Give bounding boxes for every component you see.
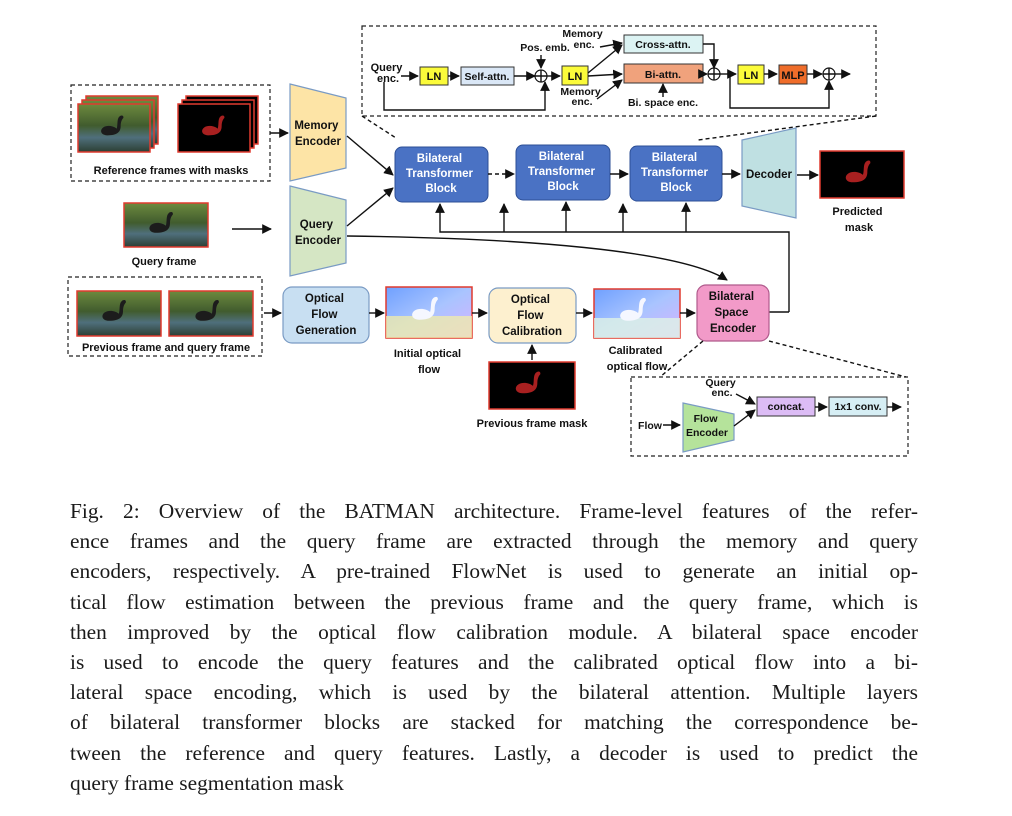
svg-text:Flow Encoder: Flow Encoder — [686, 413, 728, 439]
mlp-label: MLP — [781, 70, 804, 82]
caption-line: query frame segmentation mask — [70, 770, 344, 795]
reference-frames-group: Reference frames with masks — [70, 84, 271, 182]
caption-line: encoders, respectively. A pre-trained Fl… — [70, 559, 918, 584]
query-encoder: Query Encoder — [289, 185, 347, 277]
ln-label-2: LN — [568, 71, 583, 83]
svg-text:Bilateral Space En: Bilateral Space Encoder — [709, 291, 758, 335]
self-attn-label: Self-attn. — [465, 71, 510, 83]
query-frame-caption: Query frame — [132, 256, 197, 268]
caption-line: tical flow estimation between the previo… — [70, 589, 918, 614]
bilateral-space-encoder-detail: Query enc. Flow Flow Encoder concat. 1x1… — [630, 340, 909, 457]
svg-text:Bilateral Transformer: Bilateral Transformer Block — [641, 152, 711, 194]
previous-query-frames-group: Previous frame and query frame — [67, 276, 263, 357]
flow-label: Flow — [638, 420, 663, 432]
initial-optical-flow-group: Initial optical flow — [385, 286, 473, 376]
caption-line: lateral space encoding, which is used by… — [70, 680, 918, 705]
pos-emb-label: Pos. emb. — [520, 42, 570, 54]
svg-text:concat.: concat. — [768, 401, 805, 413]
optical-flow-calibration: Optical Flow Calibration — [488, 287, 577, 344]
caption-line: ence frames and the query frame are extr… — [70, 529, 918, 554]
svg-text:Bilateral Transformer: Bilateral Transformer Block — [406, 153, 476, 195]
query-frame-group: Query frame — [123, 202, 209, 268]
caption-line: is used to encode the query features and… — [70, 650, 918, 675]
svg-text:Query Encoder: Query Encoder — [295, 219, 342, 247]
cross-attn-label: Cross-attn. — [635, 39, 691, 51]
svg-text:Decoder: Decoder — [746, 169, 793, 181]
bilateral-space-encoder: Bilateral Space Encoder — [696, 284, 770, 342]
caption-line: tween the reference and query features. … — [70, 740, 918, 765]
bilateral-transformer-detail: Query enc. LN Self-attn. Pos. emb. LN Me… — [361, 25, 877, 141]
bilateral-transformer-block-2: Bilateral Transformer Block — [515, 144, 611, 201]
ln-label-3: LN — [744, 70, 759, 82]
bi-space-enc-label: Bi. space enc. — [628, 97, 698, 109]
memory-enc-bottom-label: Memory enc. — [560, 86, 603, 108]
svg-text:1x1 conv.: 1x1 conv. — [834, 401, 881, 413]
ln-label-1: LN — [427, 71, 442, 83]
memory-enc-top-label: Memory enc. — [562, 28, 605, 51]
svg-text:Calibrated optical flow: Calibrated optical flow — [607, 345, 668, 373]
figure-caption: Fig. 2: Overview of the BATMAN architect… — [70, 496, 918, 798]
decoder: Decoder — [741, 127, 797, 219]
previous-frame-mask-group: Previous frame mask — [477, 361, 589, 430]
bi-attn-label: Bi-attn. — [645, 69, 681, 81]
caption-line: of bilateral transformer blocks are stac… — [70, 710, 918, 735]
architecture-diagram: Query enc. LN Self-attn. Pos. emb. LN Me… — [67, 25, 909, 457]
svg-text:Optical Flow Gener: Optical Flow Generation — [296, 293, 357, 337]
svg-text:Initial optical flow: Initial optical flow — [394, 348, 464, 376]
svg-text:Query enc.: Query enc. — [705, 377, 738, 399]
svg-text:Bilateral Transformer: Bilateral Transformer Block — [528, 151, 598, 193]
bilateral-transformer-block-3: Bilateral Transformer Block — [629, 145, 723, 202]
query-enc-label: Query enc. — [371, 62, 406, 85]
query-frame-image — [123, 202, 209, 248]
caption-line: Fig. 2: Overview of the BATMAN architect… — [70, 499, 918, 523]
reference-frames-caption: Reference frames with masks — [94, 165, 249, 177]
svg-text:Previous frame mask: Previous frame mask — [477, 418, 589, 430]
svg-text:Memory Encoder: Memory Encoder — [294, 120, 341, 148]
svg-text:Predicted mask: Predicted mask — [832, 206, 885, 234]
query-frame-image-2 — [168, 290, 254, 337]
optical-flow-generation: Optical Flow Generation — [282, 286, 370, 344]
svg-text:Optical Flow Calib: Optical Flow Calibration — [502, 294, 562, 338]
previous-frame-caption: Previous frame and query frame — [82, 342, 250, 354]
predicted-mask-group: Predicted mask — [819, 150, 905, 234]
caption-line: then improved by the optical flow calibr… — [70, 619, 918, 644]
bilateral-transformer-block-1: Bilateral Transformer Block — [394, 146, 489, 203]
calibrated-optical-flow-group: Calibrated optical flow — [593, 288, 681, 373]
memory-encoder: Memory Encoder — [289, 83, 347, 182]
